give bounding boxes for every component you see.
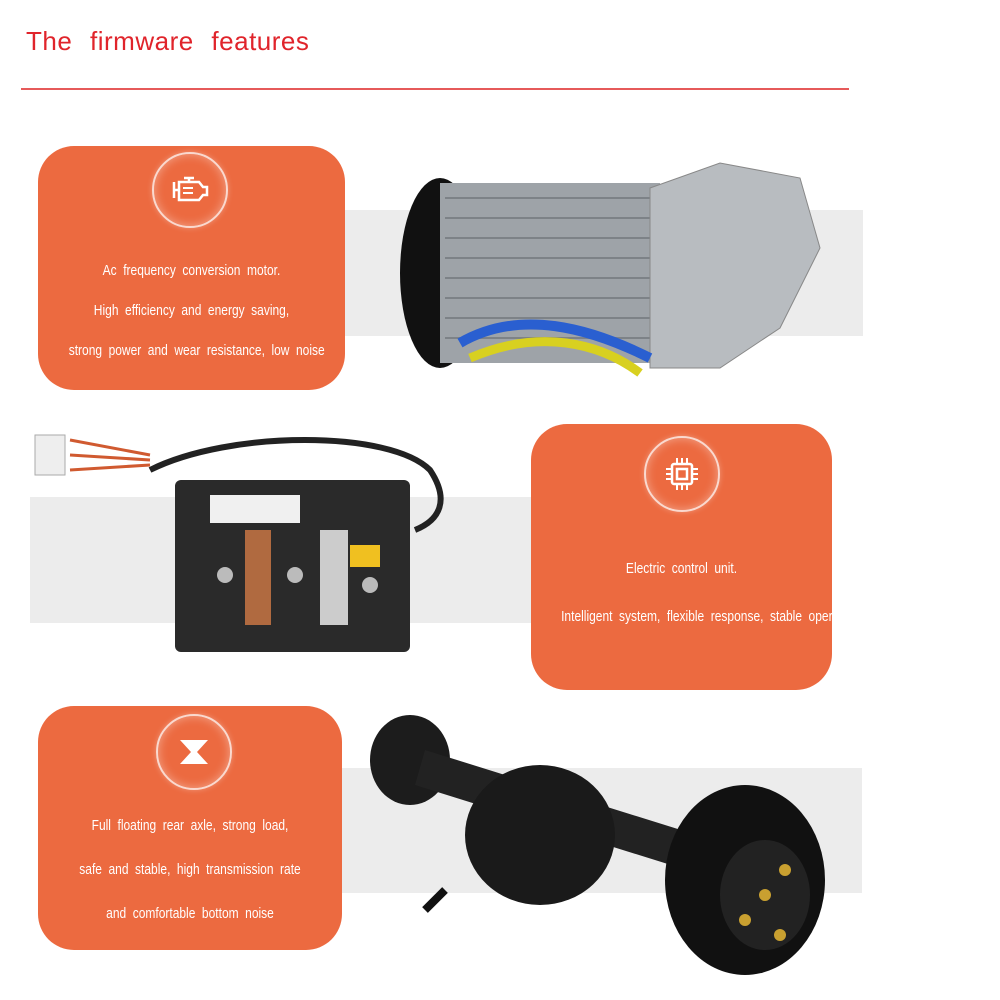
feature-text: High efficiency and energy saving, — [93, 302, 290, 319]
feature-text: Full floating rear axle, strong load, — [91, 817, 289, 834]
feature-text: Ac frequency conversion motor. — [102, 262, 281, 279]
feature-text: safe and stable, high transmission rate — [79, 861, 301, 878]
feature-text: Intelligent system, flexible response, s… — [561, 608, 859, 625]
feature-text: and comfortable bottom noise — [106, 905, 274, 922]
feature-card-controller: Electric control unit. Intelligent syste… — [531, 424, 859, 690]
feature-card-motor: Ac frequency conversion motor. High effi… — [38, 146, 345, 390]
motor-image — [400, 162, 821, 377]
page-title: The firmware features — [26, 26, 310, 56]
feature-card-axle: Full floating rear axle, strong load, sa… — [38, 706, 342, 950]
title-divider — [21, 88, 849, 90]
engine-icon — [152, 152, 228, 228]
rear-axle-image — [370, 715, 825, 975]
feature-text: strong power and wear resistance, low no… — [68, 342, 325, 359]
controller-image — [34, 434, 444, 652]
axle-icon — [156, 714, 232, 790]
feature-text: Electric control unit. — [625, 560, 738, 577]
chip-icon — [644, 436, 720, 512]
